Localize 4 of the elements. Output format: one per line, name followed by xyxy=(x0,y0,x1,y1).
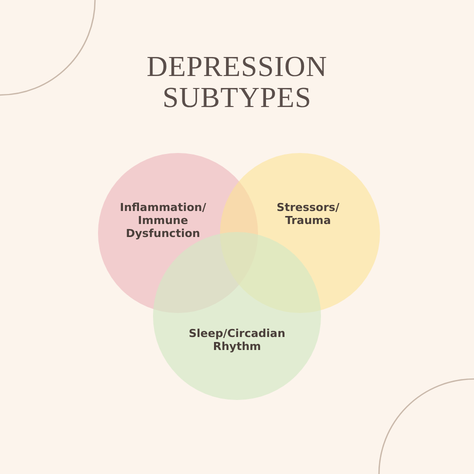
circle-label: Inflammation/ Immune Dysfunction xyxy=(118,201,208,240)
circle-label: Stressors/ Trauma xyxy=(276,201,340,227)
circle-label: Sleep/Circadian Rhythm xyxy=(188,327,286,353)
title: DEPRESSION SUBTYPES xyxy=(146,52,328,114)
